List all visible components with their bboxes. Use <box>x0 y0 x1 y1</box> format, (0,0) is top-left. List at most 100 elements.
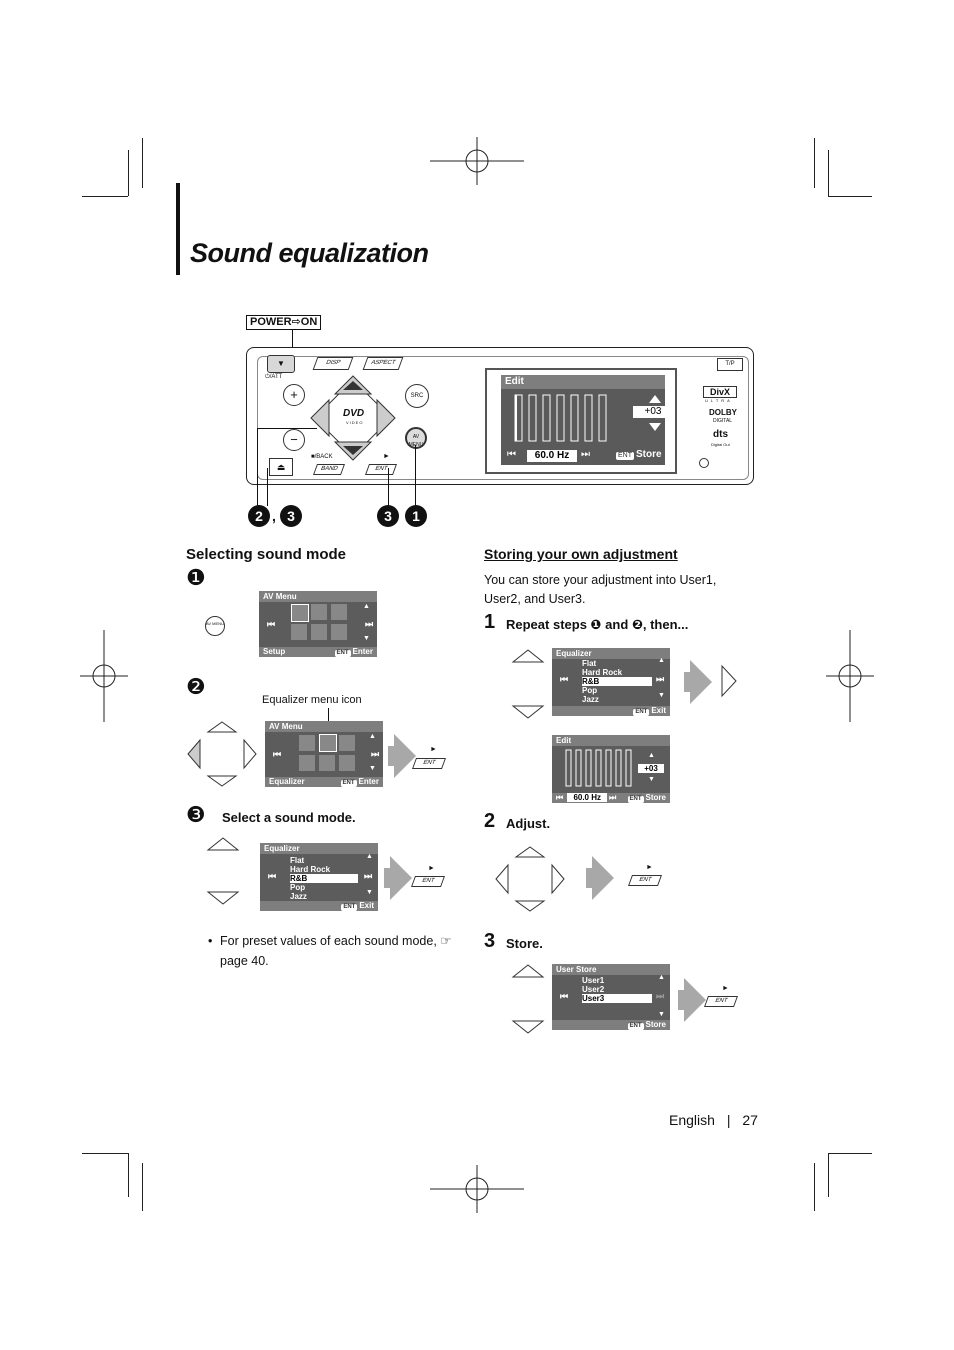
eject-button[interactable]: ⏏ <box>269 458 293 476</box>
dts-digital-out-label: Digital Out <box>711 442 730 447</box>
status-indicator <box>699 458 709 468</box>
screen-header: Edit <box>552 735 670 746</box>
av-menu-small-button[interactable]: AV MENU <box>205 616 225 636</box>
ent-button-adjust[interactable]: ENT <box>627 875 663 886</box>
dolby-digital-label: DIGITAL <box>713 418 733 424</box>
right-intro: You can store your adjustment into User1… <box>484 573 717 606</box>
tp-button[interactable]: T/P <box>717 358 743 371</box>
eq-item-selected[interactable]: R&B <box>290 874 358 883</box>
eq-item[interactable]: Jazz <box>290 892 307 901</box>
eq-item[interactable]: Flat <box>290 856 305 865</box>
cross-pad-step2[interactable] <box>186 720 258 788</box>
disp-button[interactable]: DISP <box>312 357 354 370</box>
eq-item[interactable]: Pop <box>582 686 598 695</box>
up-down-buttons-right1[interactable] <box>511 648 545 720</box>
bullet-note: • For preset values of each sound mode, … <box>208 931 454 971</box>
screen-footer-left: Setup <box>263 647 286 656</box>
ent-badge: ENT <box>633 709 650 716</box>
user-item-selected[interactable]: User3 <box>582 994 652 1003</box>
registration-mark-right <box>826 630 874 722</box>
dolby-logo: DOLBY <box>709 408 737 417</box>
right-button-icon[interactable] <box>718 664 738 698</box>
right-step2-label: Adjust. <box>506 816 551 831</box>
left-step2-number: ❷ <box>186 675 206 700</box>
dvd-video-label: VIDEO <box>346 420 364 425</box>
right-heading: Storing your own adjustment <box>484 546 678 562</box>
ent-button-store[interactable]: ENT <box>703 996 739 1007</box>
device-screen-ent: ENT <box>616 452 634 460</box>
cross-pad-adjust[interactable] <box>494 845 566 913</box>
device-screen-store: Store <box>636 449 662 460</box>
up-down-buttons-step3[interactable] <box>206 836 240 906</box>
user-item[interactable]: User1 <box>582 976 605 985</box>
ent-button[interactable]: ENT <box>364 464 398 475</box>
screen-header: Equalizer <box>552 648 670 659</box>
equalizer-screen-right: Equalizer Flat Hard Rock R&B Pop Jazz ⏮ … <box>552 648 670 716</box>
device-screen: Edit +03 ⏮ 60.0 Hz ⏭ ENT Store <box>485 368 677 474</box>
arrow-right-icon <box>394 734 416 778</box>
callout-3b: 3 <box>377 505 399 527</box>
screen-footer-right: Enter <box>352 647 373 656</box>
volume-down-button[interactable]: − <box>283 429 305 451</box>
screen-header: User Store <box>552 964 670 975</box>
divx-logo: DivX <box>703 386 738 398</box>
right-step2-number: 2 <box>484 810 496 832</box>
ent-badge: ENT <box>341 904 358 911</box>
power-label: POWER⇨ON <box>246 315 322 330</box>
title-bar <box>176 183 180 275</box>
left-step3-label: Select a sound mode. <box>222 810 356 825</box>
volume-up-button[interactable]: + <box>283 384 305 406</box>
edit-freq: 60.0 Hz <box>567 793 608 802</box>
eq-bars-small <box>565 749 632 787</box>
right-step3-number: 3 <box>484 930 496 952</box>
divx-ultra-label: ULTRA <box>705 398 733 403</box>
footer-language: English <box>669 1112 715 1128</box>
src-button[interactable]: SRC <box>405 384 429 408</box>
arrow-right-icon <box>390 856 412 900</box>
callout-1: 1 <box>405 505 427 527</box>
page-number: 27 <box>742 1112 758 1128</box>
user-item[interactable]: User2 <box>582 985 605 994</box>
equalizer-screen-left: Equalizer Flat Hard Rock R&B Pop Jazz ⏮ … <box>260 843 378 911</box>
screen-footer-right: Store <box>645 793 666 802</box>
up-down-buttons-store[interactable] <box>511 963 545 1035</box>
registration-mark-top <box>430 137 524 185</box>
edit-value: +03 <box>638 764 664 773</box>
device-screen-header: Edit <box>501 375 665 389</box>
arrow-right-icon <box>592 856 614 900</box>
ent-badge: ENT <box>340 780 357 787</box>
registration-mark-left <box>80 630 128 722</box>
screen-header: Equalizer <box>260 843 378 854</box>
att-button[interactable]: ▼ <box>267 355 295 373</box>
left-step1-number: ❶ <box>186 566 206 591</box>
device-panel: ▼ ⏻/ATT DISP ASPECT T/P + − ⏏ DVD VIDEO … <box>246 347 754 485</box>
cross-pad[interactable] <box>307 372 399 464</box>
screen-footer-right: Exit <box>651 706 666 715</box>
page-title: Sound equalization <box>190 238 429 268</box>
page-footer: English | 27 <box>669 1112 758 1128</box>
eq-item[interactable]: Jazz <box>582 695 599 704</box>
screen-footer-left: Equalizer <box>269 777 305 786</box>
footer-separator: | <box>726 1112 731 1128</box>
screen-header: AV Menu <box>265 721 383 732</box>
right-step1-label: Repeat steps ❶ and ❷, then... <box>506 617 689 632</box>
av-menu-button[interactable]: AV MENU <box>405 427 427 449</box>
ent-badge: ENT <box>334 650 351 657</box>
arrow-right-icon <box>684 978 706 1022</box>
eq-item-selected[interactable]: R&B <box>582 677 652 686</box>
ent-button-step3[interactable]: ENT <box>410 876 446 887</box>
eq-item[interactable]: Flat <box>582 659 597 668</box>
band-button[interactable]: BAND <box>312 464 346 475</box>
aspect-button[interactable]: ASPECT <box>362 357 404 370</box>
eq-item[interactable]: Hard Rock <box>582 668 623 677</box>
equalizer-icon-caption: Equalizer menu icon <box>262 694 362 706</box>
ent-badge: ENT <box>627 1023 644 1030</box>
ent-button-step2[interactable]: ENT <box>411 758 447 769</box>
eq-item[interactable]: Hard Rock <box>290 865 331 874</box>
callout-2: 2 <box>248 505 270 527</box>
screen-header: AV Menu <box>259 591 377 602</box>
eq-item[interactable]: Pop <box>290 883 306 892</box>
right-step3-label: Store. <box>506 936 543 951</box>
